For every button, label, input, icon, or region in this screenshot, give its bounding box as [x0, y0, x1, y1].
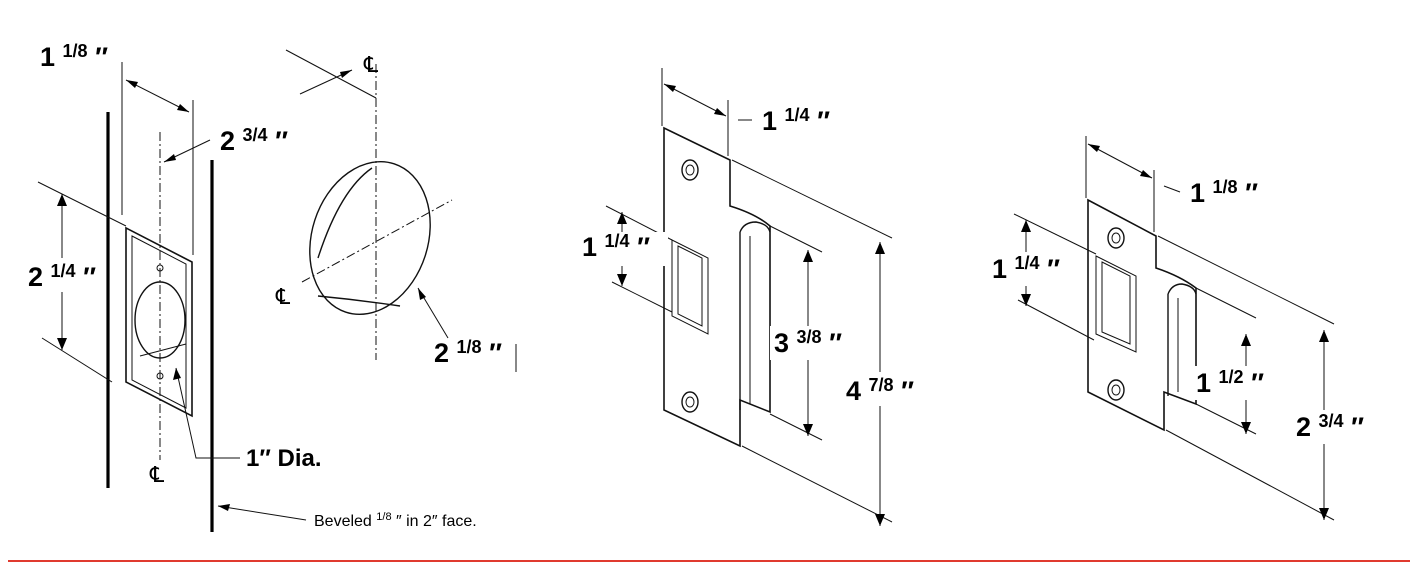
bevel-leader — [217, 505, 307, 521]
strike-plate-body — [1087, 198, 1197, 432]
dim-lip: 3 3/8 ″ — [774, 319, 842, 358]
arrowhead — [218, 504, 230, 511]
ext-line — [37, 181, 127, 227]
arrowhead — [177, 104, 189, 112]
dim-width: 1 1/8 ″ — [1190, 169, 1258, 208]
bore-centerline-diagonal — [301, 199, 453, 283]
arrowhead — [1088, 144, 1100, 152]
ext-line — [769, 413, 823, 441]
arrowhead — [1319, 508, 1329, 520]
strike-lip-curve — [1167, 283, 1197, 295]
arrowhead — [1241, 334, 1251, 346]
dim-opening: 1 1/4 ″ — [992, 245, 1060, 284]
label-mask — [1192, 366, 1288, 400]
dim-lip: 1 1/2 ″ — [1196, 359, 1264, 398]
dim-width: 1 1/4 ″ — [762, 97, 830, 136]
label-mask — [22, 258, 106, 292]
ext-line — [611, 281, 673, 313]
ext-line — [741, 445, 893, 523]
strike-opening-inner — [1101, 261, 1131, 345]
centerline-symbol-left: ℄ — [275, 285, 291, 310]
label-mask — [1292, 410, 1382, 444]
arrowhead — [664, 84, 676, 92]
arrowhead — [714, 108, 726, 116]
screw-hole-bottom-inner — [1111, 384, 1121, 396]
centerline-symbol-top: ℄ — [363, 53, 379, 78]
arrowhead — [803, 424, 813, 436]
ext-line — [1157, 235, 1335, 325]
label-mask — [842, 372, 932, 406]
screw-hole-top-inner — [685, 164, 695, 176]
arrowhead — [1021, 294, 1031, 306]
centerline-symbol-bottom: ℄ — [149, 463, 165, 488]
bevel-note: Beveled 1/8 ″ in 2″ face. — [314, 507, 477, 530]
strike-plate-small: 1 1/8 ″ 1 1/4 ″ 1 1/2 ″ — [988, 136, 1382, 521]
ext-line — [731, 159, 893, 239]
dim-height: 4 7/8 ″ — [846, 367, 914, 406]
dim-height: 2 3/4 ″ — [1296, 403, 1364, 442]
latch-mortise-inner — [131, 235, 187, 409]
edge-bore-depth — [139, 343, 187, 357]
dim-backset: 2 3/4 ″ — [220, 117, 288, 156]
arrowhead — [164, 154, 176, 162]
arrowhead — [340, 70, 352, 78]
cross-bore-inner-edge — [317, 167, 373, 259]
screw-hole-bottom — [681, 391, 699, 413]
cross-bore-depth — [317, 295, 401, 307]
arrowhead — [1021, 220, 1031, 232]
screw-hole-bottom-inner — [685, 396, 695, 408]
ext-line — [1017, 299, 1095, 341]
screw-hole-top-inner — [1111, 232, 1121, 244]
strike-lip-curve — [739, 221, 771, 233]
screw-hole-bottom — [1107, 379, 1125, 401]
arrowhead — [617, 274, 627, 286]
dim-opening: 1 1/4 ″ — [582, 223, 650, 262]
strike-plate-body — [663, 126, 771, 448]
ext-line — [1195, 287, 1257, 319]
screw-hole-top — [681, 159, 699, 181]
ext-line — [769, 225, 823, 253]
ext-line — [1165, 429, 1335, 521]
label-mask — [988, 252, 1080, 286]
dia-leader — [175, 367, 240, 459]
dim-backset-width: 1 1/8 ″ — [40, 33, 108, 72]
arrowhead — [1319, 330, 1329, 342]
arrowhead — [1241, 422, 1251, 434]
cross-bore-hole — [309, 160, 431, 316]
arrowhead — [1140, 170, 1152, 178]
dim-line — [1087, 143, 1153, 179]
strike-opening-inner — [677, 245, 703, 327]
dim-height: 2 1/4 ″ — [28, 253, 96, 292]
dia-label: 1″ Dia. — [246, 445, 322, 472]
ext-line — [1013, 213, 1097, 255]
dim-line — [125, 79, 190, 113]
leader — [1163, 185, 1181, 193]
arrowhead — [126, 80, 138, 88]
dim-bore: 2 1/8 ″ — [434, 329, 502, 368]
strike-plate-large: 1 1/4 ″ 1 1/4 ″ 3 3/8 ″ — [578, 68, 932, 526]
arrowhead — [617, 212, 627, 224]
bottom-rule — [8, 560, 1410, 562]
ext-line — [41, 337, 113, 383]
screw-hole-top — [1107, 227, 1125, 249]
arrowhead — [57, 338, 67, 350]
strike-opening — [671, 239, 709, 335]
strike-opening — [1095, 255, 1137, 353]
label-mask — [770, 326, 870, 360]
latch-mortise-plate — [125, 226, 193, 418]
arrowhead — [173, 368, 181, 380]
arrowhead — [875, 242, 885, 254]
arrowhead — [875, 514, 885, 526]
arrowhead — [57, 194, 67, 206]
arrowhead — [418, 288, 426, 300]
door-prep-figure: ℄ 1 1/8 ″ 2 3/4 ″ 2 1/4 — [22, 33, 517, 532]
ext-line — [285, 49, 377, 99]
arrowhead — [803, 250, 813, 262]
label-mask — [578, 232, 668, 266]
